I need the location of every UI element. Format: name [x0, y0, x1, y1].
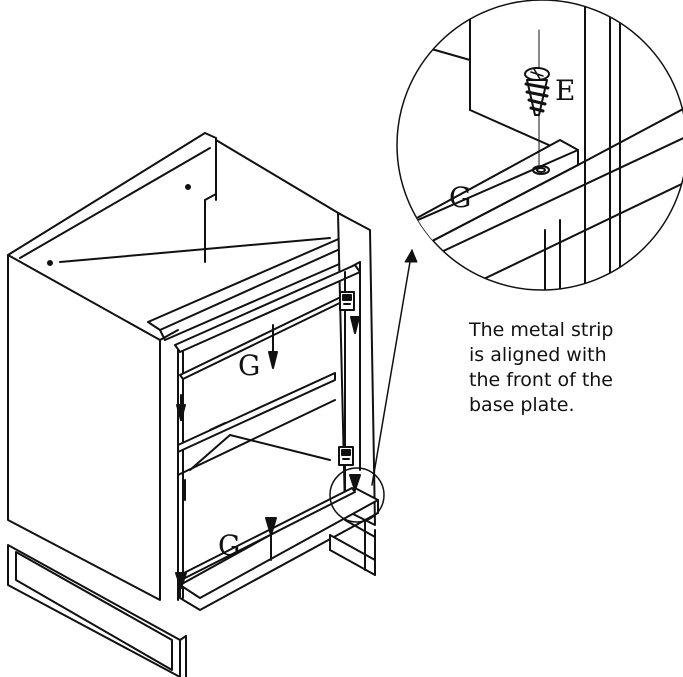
assembly-note-line-4: base plate.: [469, 394, 575, 416]
screw-e-lower-middle: [265, 517, 277, 561]
screw-e-lower-left: [175, 572, 187, 589]
assembly-note-line-3: the front of the: [469, 369, 613, 391]
middle-shelf: [177, 372, 336, 476]
screw-e-upper-right: [350, 316, 360, 334]
cabinet-back-panel: [19, 139, 351, 266]
screw-e-upper-middle: [268, 324, 278, 369]
label-e-zoom: E: [555, 74, 575, 107]
metal-strip-lower: [179, 487, 356, 580]
detail-marker-circle: [329, 467, 385, 523]
label-g-lower: G: [218, 529, 240, 562]
upper-hinge: [339, 291, 355, 311]
detail-leader-arrow: [371, 249, 418, 486]
right-leg-frame: [329, 519, 376, 576]
left-leg-frame: [7, 544, 187, 677]
label-g-upper: G: [238, 349, 260, 382]
assembly-note: The metal strip is aligned with the fron…: [469, 318, 669, 418]
screw-e-upper-left: [176, 394, 186, 421]
zoom-detail: [396, 0, 683, 291]
lower-hinge: [338, 446, 354, 466]
label-g-zoom: G: [449, 181, 471, 214]
screw-e-lower-right: [349, 474, 361, 491]
cabinet-left-side-panel: [7, 132, 217, 601]
assembly-note-line-2: is aligned with: [469, 344, 607, 366]
assembly-note-line-1: The metal strip: [469, 319, 614, 341]
zoom-screw-e: [524, 67, 550, 116]
cabinet-interior-lines: [184, 434, 331, 501]
